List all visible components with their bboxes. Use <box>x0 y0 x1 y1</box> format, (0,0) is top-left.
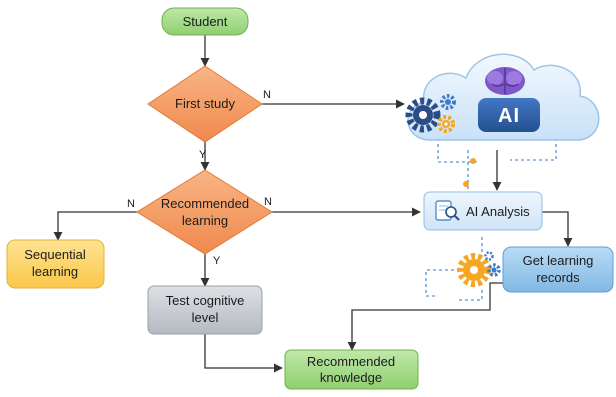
dashed-gear-left <box>425 269 460 297</box>
dashed-gear-bottom <box>458 290 483 301</box>
recommended-learning-line1: Recommended <box>161 196 249 211</box>
edge-test-knowledge <box>204 334 283 373</box>
sequential-learning-node <box>6 239 105 289</box>
edge-aianalysis-records <box>542 211 573 247</box>
recommended-no-right-label: N <box>264 196 272 208</box>
gear-icon <box>457 251 501 287</box>
recommended-knowledge-line2: knowledge <box>320 370 382 385</box>
sequential-learning-line1: Sequential <box>24 247 86 262</box>
first-study-label: First study <box>175 96 235 111</box>
recommended-learning-decision <box>136 169 273 255</box>
ai-badge-label: AI <box>498 105 520 127</box>
get-learning-records-line2: records <box>536 270 580 285</box>
sequential-learning-line2: learning <box>32 264 78 279</box>
gear-icon <box>405 94 456 133</box>
junction-dot <box>470 158 476 164</box>
test-cognitive-node <box>147 285 263 335</box>
edge-recommended-no-sequential <box>53 211 137 241</box>
ai-badge <box>478 98 540 132</box>
junction-dot <box>463 181 469 187</box>
student-label: Student <box>183 14 228 29</box>
recommended-knowledge-node <box>284 349 419 390</box>
get-learning-records-line1: Get learning <box>523 253 594 268</box>
test-cognitive-line2: level <box>192 310 219 325</box>
recommended-knowledge-line1: Recommended <box>307 354 395 369</box>
brain-icon <box>485 67 525 95</box>
recommended-yes-label: Y <box>213 255 221 267</box>
ai-analysis-node <box>423 191 543 231</box>
connectors <box>53 35 573 373</box>
recommended-learning-line2: learning <box>182 213 228 228</box>
ai-cloud: AI <box>405 53 600 141</box>
first-study-yes-label: Y <box>199 149 207 161</box>
recommended-no-left-label: N <box>127 198 135 210</box>
first-study-decision <box>147 65 263 143</box>
ai-analysis-label: AI Analysis <box>466 204 530 219</box>
magnifier-document-icon <box>435 200 460 221</box>
first-study-no-label: N <box>263 89 271 101</box>
get-learning-records-node <box>502 246 614 293</box>
edge-records-knowledge <box>347 282 503 351</box>
student-node <box>161 7 249 36</box>
test-cognitive-line1: Test cognitive <box>166 293 245 308</box>
